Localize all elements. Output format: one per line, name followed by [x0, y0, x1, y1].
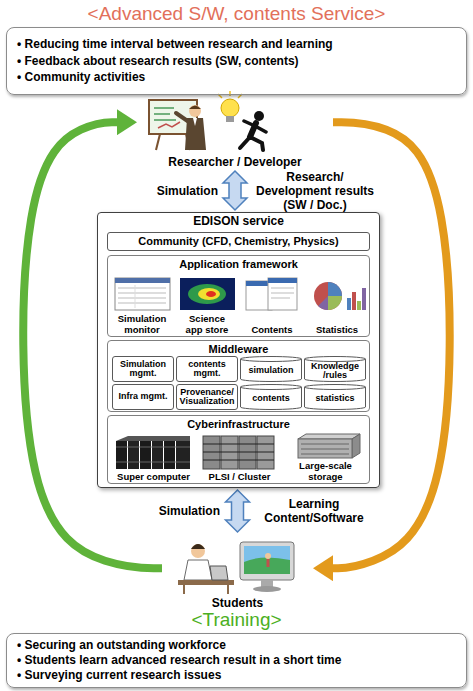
icon-caption: PLSI / Cluster — [201, 472, 278, 482]
icon-caption: Science app store — [180, 314, 234, 335]
box-label: Knowledge /rules — [307, 362, 363, 381]
box-label: simulation — [248, 366, 293, 375]
contents-screenshot — [246, 278, 297, 310]
computer-icon — [240, 542, 294, 592]
block-arrow — [223, 171, 247, 210]
box-label: Infra mgmt. — [118, 392, 167, 401]
app-item: Statistics — [306, 272, 368, 336]
supercomputer-picture — [116, 436, 190, 469]
statistics-chart — [314, 282, 366, 310]
database-cylinder: simulation — [240, 356, 302, 382]
cylinder-body — [305, 387, 366, 410]
module-box: contents mgmt. — [176, 356, 238, 382]
bullet-text: • Students learn advanced research resul… — [17, 653, 456, 668]
section-heading: <Advanced S/W, contents Service> — [7, 3, 466, 25]
block-arrow — [226, 490, 250, 532]
science-app-store-screenshot — [180, 278, 235, 310]
layer-box: Application frameworkSimulation monitorS… — [107, 255, 370, 337]
arrow-label: Learning Content/Software — [254, 497, 374, 525]
idea-runner-icon — [218, 91, 266, 150]
goal-box: <Training>• Securing an outstanding work… — [6, 633, 467, 688]
bullet-text: • Securing an outstanding workforce — [17, 638, 456, 653]
icon-caption: Students — [212, 596, 263, 610]
cylinder-top — [305, 385, 366, 390]
hardware-item: Large-scale storage — [283, 431, 368, 483]
arrow-label: Research/ Development results (SW / Doc.… — [252, 170, 378, 212]
hardware-item: Super computer — [111, 431, 196, 483]
layer-box: MiddlewareSimulation mgmt. contents mgmt.… — [107, 340, 370, 412]
hardware-item: PLSI / Cluster — [197, 431, 282, 483]
bullet-text: • Community activities — [17, 69, 456, 86]
box-heading: EDISON service — [98, 214, 379, 229]
module-box: Provenance/ Visualization — [176, 384, 238, 410]
box-label: statistics — [315, 394, 354, 403]
app-item: Simulation monitor — [111, 272, 173, 336]
layer-box: CyberinfrastructureSuper computer PLSI / … — [107, 415, 370, 484]
box-label: Provenance/ Visualization — [179, 388, 235, 407]
module-box: Infra mgmt. — [112, 384, 174, 410]
cluster-picture — [203, 436, 274, 469]
bullet-text: • Feedback about research results (SW, c… — [17, 53, 456, 70]
icon-caption: Large-scale storage — [287, 461, 364, 482]
service-box: EDISON serviceCommunity (CFD, Chemistry,… — [97, 212, 380, 488]
icon-caption: Simulation monitor — [115, 314, 169, 335]
cylinder-top — [241, 357, 302, 362]
teacher-icon — [149, 100, 206, 150]
arrow-label: Simulation — [114, 504, 220, 518]
box-label: Community (CFD, Chemistry, Physics) — [138, 236, 338, 248]
cylinder-body — [305, 359, 366, 382]
database-cylinder: contents — [240, 384, 302, 410]
box-heading: Cyberinfrastructure — [108, 417, 369, 431]
bullet-text: • Surveying current research issues — [17, 668, 456, 683]
icon-caption: Researcher / Developer — [168, 155, 301, 169]
box-label: Simulation mgmt. — [115, 360, 171, 379]
icon-caption: Super computer — [115, 472, 192, 482]
database-cylinder: statistics — [304, 384, 366, 410]
cylinder-body — [241, 387, 302, 410]
app-item: Science app store — [176, 272, 238, 336]
student-icon — [178, 544, 234, 594]
module-box: Simulation mgmt. — [112, 356, 174, 382]
bullet-text: • Reducing time interval between researc… — [17, 36, 456, 53]
storage-picture — [298, 434, 360, 458]
icon-caption: Statistics — [310, 325, 364, 335]
actor-group: Researcher / Developer — [140, 97, 330, 169]
actor-group: Students — [165, 534, 310, 610]
database-cylinder: Knowledge /rules — [304, 356, 366, 382]
arrow-label: Simulation — [114, 184, 218, 198]
box-heading: Middleware — [108, 342, 369, 356]
icon-caption: Contents — [245, 325, 299, 335]
section-heading: <Training> — [7, 609, 466, 631]
community-box: Community (CFD, Chemistry, Physics) — [107, 232, 370, 251]
goal-box: <Advanced S/W, contents Service>• Reduci… — [6, 27, 467, 95]
box-label: contents — [252, 394, 290, 403]
cylinder-top — [241, 385, 302, 390]
box-heading: Application framework — [108, 257, 369, 271]
app-item: Contents — [241, 272, 303, 336]
cycle-arrow — [23, 122, 162, 568]
cylinder-body — [241, 359, 302, 382]
box-label: contents mgmt. — [179, 360, 235, 379]
simulation-monitor-screenshot — [115, 278, 170, 310]
